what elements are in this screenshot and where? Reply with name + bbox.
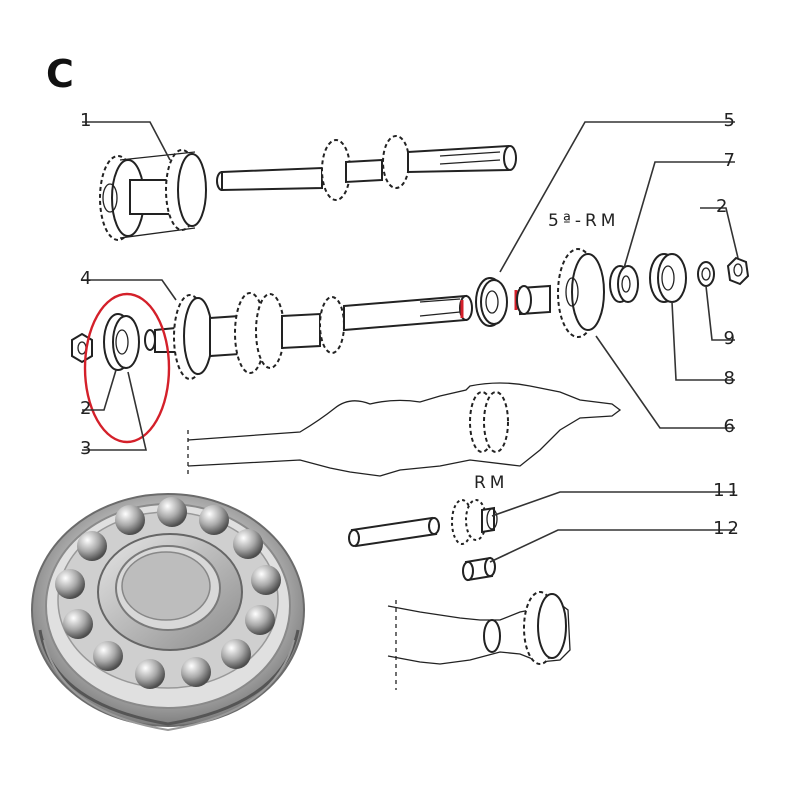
fifth-gear-6	[516, 248, 605, 338]
reverse-idler-pin	[348, 516, 440, 548]
callout-2-left: 2	[80, 398, 94, 419]
note-reverse: RM	[474, 473, 508, 493]
callout-12: 12	[713, 518, 742, 539]
bearing-5	[475, 277, 508, 327]
highlight-circle	[83, 292, 171, 444]
callout-8: 8	[724, 368, 738, 389]
nut-2-right	[726, 256, 750, 286]
bearing-balls	[55, 497, 281, 689]
input-shaft-assembly	[99, 135, 517, 241]
callout-9: 9	[724, 328, 738, 349]
section-label: C	[46, 52, 74, 96]
gear-cluster-1	[99, 149, 207, 241]
bushing-12	[462, 556, 496, 582]
needle-bearing-7	[609, 265, 639, 303]
lower-shaft-outline	[387, 591, 571, 690]
callout-3: 3	[80, 438, 94, 459]
countershaft-assembly	[144, 290, 518, 380]
leader-lines	[82, 121, 739, 563]
reverse-shaft-outline	[187, 382, 622, 477]
bearing-photo	[31, 493, 305, 732]
spacer-9	[697, 261, 715, 287]
callout-4: 4	[80, 268, 94, 289]
callout-5: 5	[724, 110, 738, 131]
note-fifth-reverse: 5ª-RM	[548, 211, 619, 231]
callout-6: 6	[724, 416, 738, 437]
callout-2-right: 2	[716, 196, 730, 217]
callout-7: 7	[724, 150, 738, 171]
callout-1: 1	[80, 110, 94, 131]
bearing-8	[649, 253, 687, 303]
main-shaft-1	[216, 135, 517, 201]
reverse-idler-gear-11	[451, 499, 498, 545]
bearing-3	[103, 313, 140, 371]
callout-11: 11	[713, 480, 742, 501]
